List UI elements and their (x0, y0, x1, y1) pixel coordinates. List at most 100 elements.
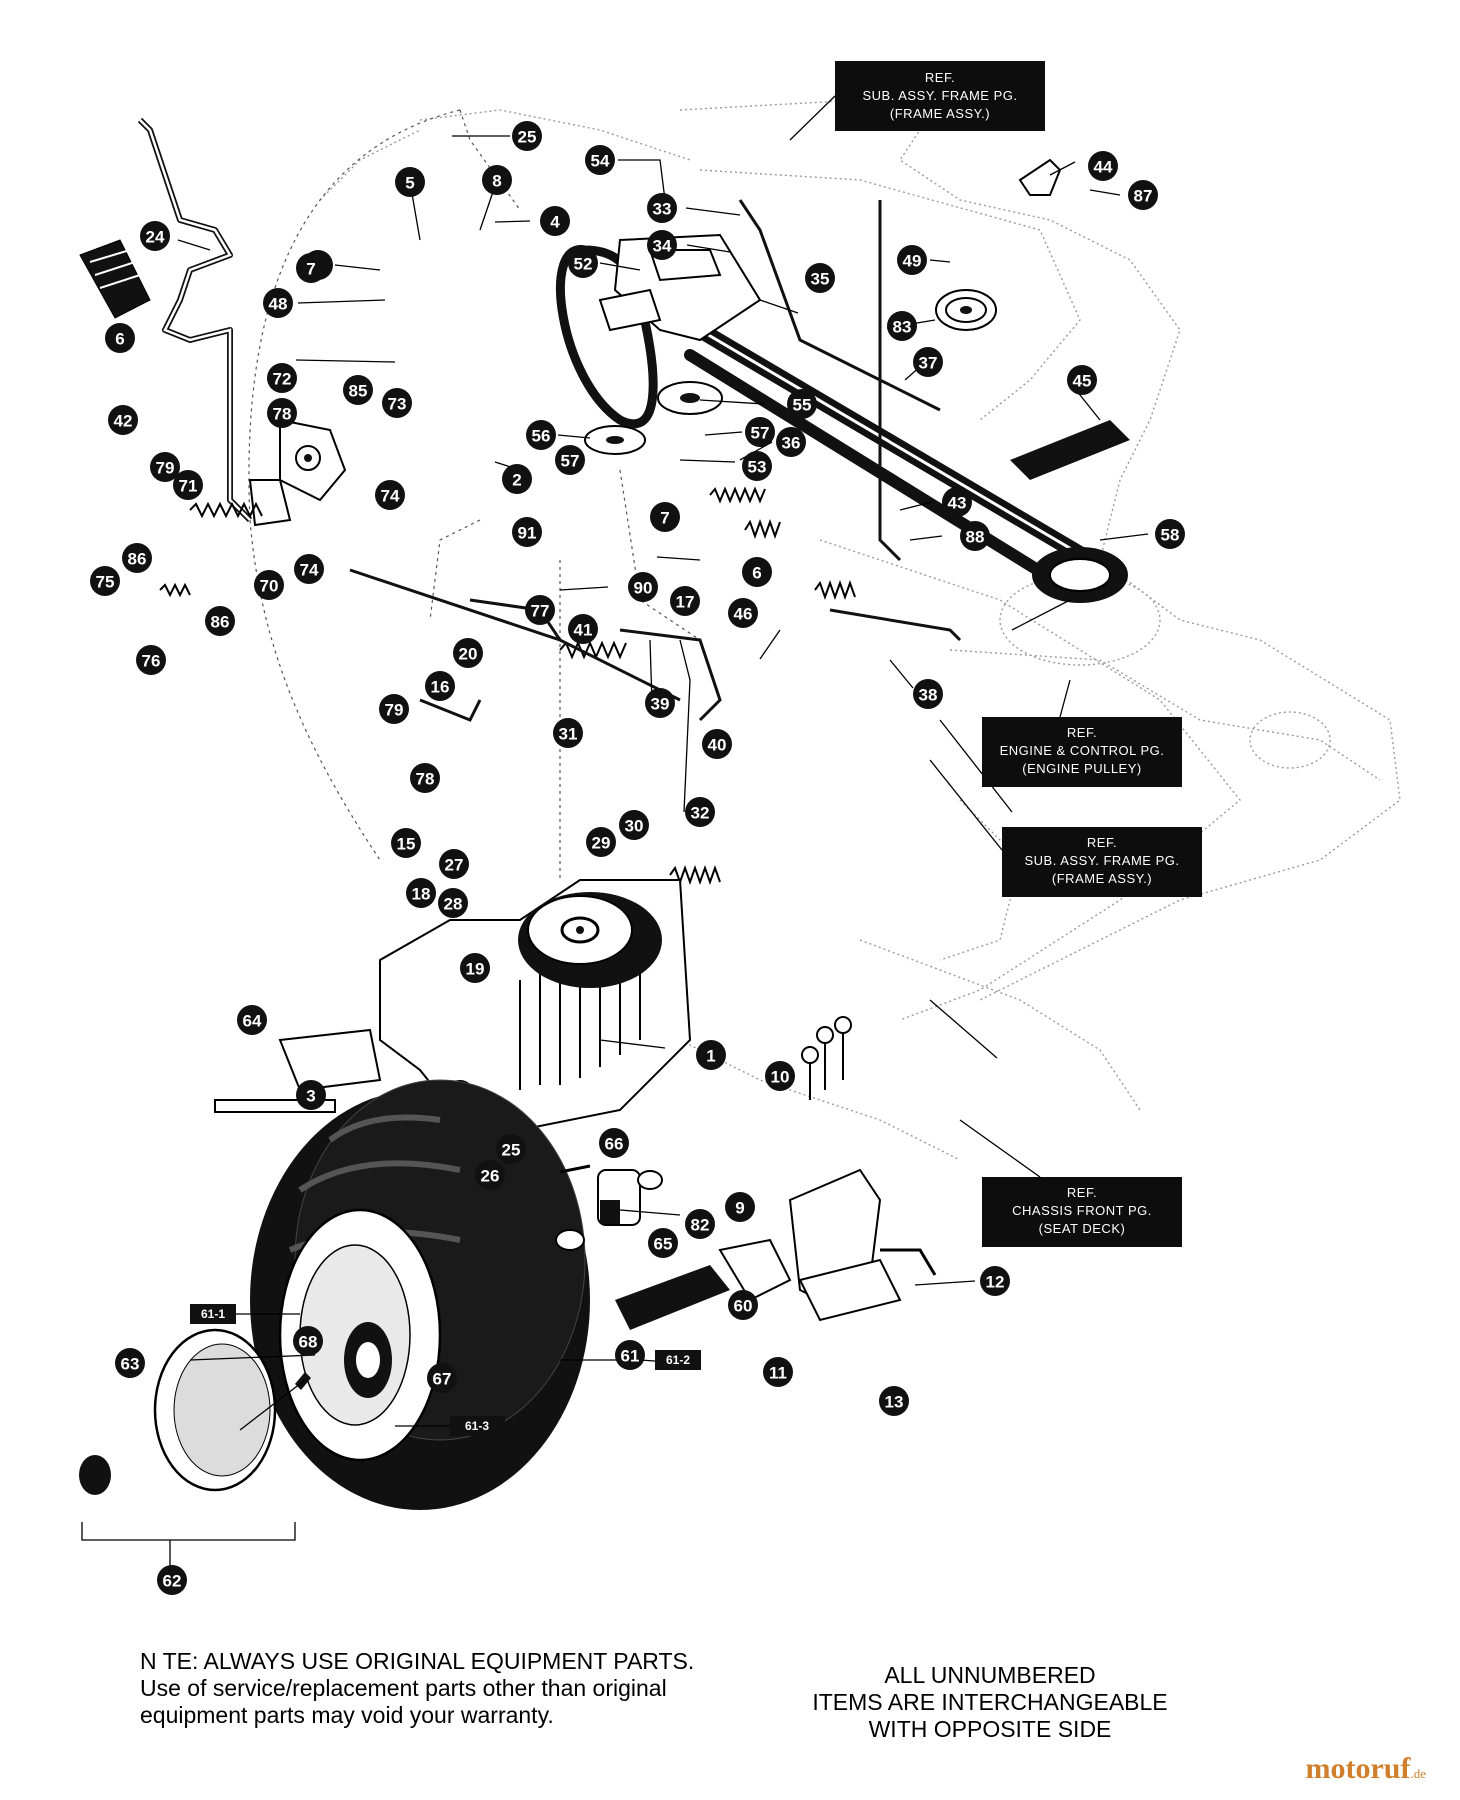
ref-pointer (959, 1119, 1041, 1178)
watermark-main: motoruf (1305, 1752, 1411, 1785)
callout-number: 13 (885, 1393, 904, 1412)
callout-number: 64 (243, 1012, 262, 1031)
ref-text: (SEAT DECK) (1039, 1221, 1126, 1236)
callout-91: 91 (512, 517, 542, 547)
callout-number: 85 (349, 382, 368, 401)
callout-number: 78 (416, 770, 435, 789)
callout-number: 79 (156, 459, 175, 478)
callout-20: 20 (453, 638, 483, 668)
part-tag-61-1: 61-1 (190, 1304, 236, 1324)
note-line: N TE: ALWAYS USE ORIGINAL EQUIPMENT PART… (140, 1648, 695, 1674)
callout-65: 65 (648, 1228, 678, 1258)
callout-badge (696, 1040, 726, 1070)
drive-belt (684, 322, 1128, 603)
callout-number: 74 (300, 561, 319, 580)
callout-number: 79 (385, 701, 404, 720)
callout-badge (599, 1128, 629, 1158)
ref-text: (ENGINE PULLEY) (1022, 761, 1141, 776)
note-line: ITEMS ARE INTERCHANGEABLE (812, 1689, 1168, 1715)
callout-badge (475, 1160, 505, 1190)
callout-number: 27 (445, 856, 464, 875)
callout-number: 17 (676, 593, 695, 612)
callout-badge (108, 405, 138, 435)
callout-number: 82 (691, 1216, 710, 1235)
callout-badge (512, 517, 542, 547)
callout-badge (425, 671, 455, 701)
idler-pulley-56 (584, 425, 646, 455)
note-line: equipment parts may void your warranty. (140, 1702, 554, 1728)
callout-26: 26 (475, 1160, 505, 1190)
callout-number: 71 (179, 477, 198, 496)
wheel-rim (278, 1208, 442, 1462)
ref-box-seat-deck: REF. CHASSIS FRONT PG. (SEAT DECK) (982, 1177, 1182, 1247)
callout-number: 19 (466, 960, 485, 979)
callout-number: 63 (121, 1355, 140, 1374)
callout-number: 74 (381, 487, 400, 506)
callout-25: 25 (496, 1134, 526, 1164)
callout-number: 4 (550, 213, 560, 232)
callout-badge (115, 1348, 145, 1378)
callout-badge (382, 388, 412, 418)
shift-rod (137, 117, 253, 523)
callout-number: 44 (1094, 158, 1113, 177)
callout-badge (619, 810, 649, 840)
callout-16: 16 (425, 671, 455, 701)
callout-badge (725, 1192, 755, 1222)
callout-number: 76 (142, 652, 161, 671)
bracket-mount (598, 233, 762, 342)
callout-number: 73 (388, 395, 407, 414)
callout-number: 66 (605, 1135, 624, 1154)
ref-text: REF. (1067, 1185, 1097, 1200)
callout-number: 65 (654, 1235, 673, 1254)
callout-31: 31 (553, 718, 583, 748)
callout-badge (980, 1266, 1010, 1296)
callout-5: 5 (395, 167, 425, 197)
callout-72: 72 (267, 363, 297, 393)
linkage-bracket (248, 418, 347, 527)
callout-number: 10 (771, 1068, 790, 1087)
callout-number: 26 (481, 1167, 500, 1186)
callout-78: 78 (410, 763, 440, 793)
callout-40: 40 (702, 729, 732, 759)
callout-number: 24 (146, 228, 165, 247)
callout-74: 74 (375, 480, 405, 510)
callout-74: 74 (294, 554, 324, 584)
callout-55: 55 (787, 389, 817, 419)
callout-number: 86 (211, 613, 230, 632)
callout-number: 56 (532, 427, 551, 446)
callout-number: 52 (574, 255, 593, 274)
callout-number: 32 (691, 804, 710, 823)
callout-83: 83 (887, 311, 917, 341)
callout-number: 58 (1161, 526, 1180, 545)
hub-cap (79, 1328, 311, 1495)
callout-badge (237, 1005, 267, 1035)
part-tag-61-2: 61-2 (655, 1350, 701, 1370)
callout-badge (728, 598, 758, 628)
callout-layer: 2554448758433345224849735488363745728573… (90, 121, 1185, 1595)
callout-number: 6 (115, 330, 124, 349)
callout-badge (728, 1290, 758, 1320)
callout-badge (615, 1340, 645, 1370)
callout-60: 60 (728, 1290, 758, 1320)
ref-box-frame-assy: REF. SUB. ASSY. FRAME PG. (FRAME ASSY.) (1002, 827, 1202, 897)
callout-number: 68 (299, 1333, 318, 1352)
callout-badge (267, 398, 297, 428)
callout-11: 11 (763, 1357, 793, 1387)
callout-number: 7 (660, 509, 669, 528)
callout-badge (391, 828, 421, 858)
callout-badge (122, 543, 152, 573)
callout-badge (482, 165, 512, 195)
callout-number: 33 (653, 200, 672, 219)
callout-badge (913, 347, 943, 377)
tag-text: 61-3 (465, 1419, 489, 1433)
spacers (555, 1164, 663, 1251)
callout-67: 67 (427, 1363, 457, 1393)
callout-badge (296, 253, 326, 283)
tag-text: 61-1 (201, 1307, 225, 1321)
interchangeable-note: ALL UNNUMBERED ITEMS ARE INTERCHANGEABLE… (790, 1662, 1190, 1743)
warranty-note: N TE: ALWAYS USE ORIGINAL EQUIPMENT PART… (140, 1648, 760, 1729)
callout-number: 6 (752, 564, 761, 583)
callout-70: 70 (254, 570, 284, 600)
ref-text: REF. (1087, 835, 1117, 850)
callout-32: 32 (685, 797, 715, 827)
